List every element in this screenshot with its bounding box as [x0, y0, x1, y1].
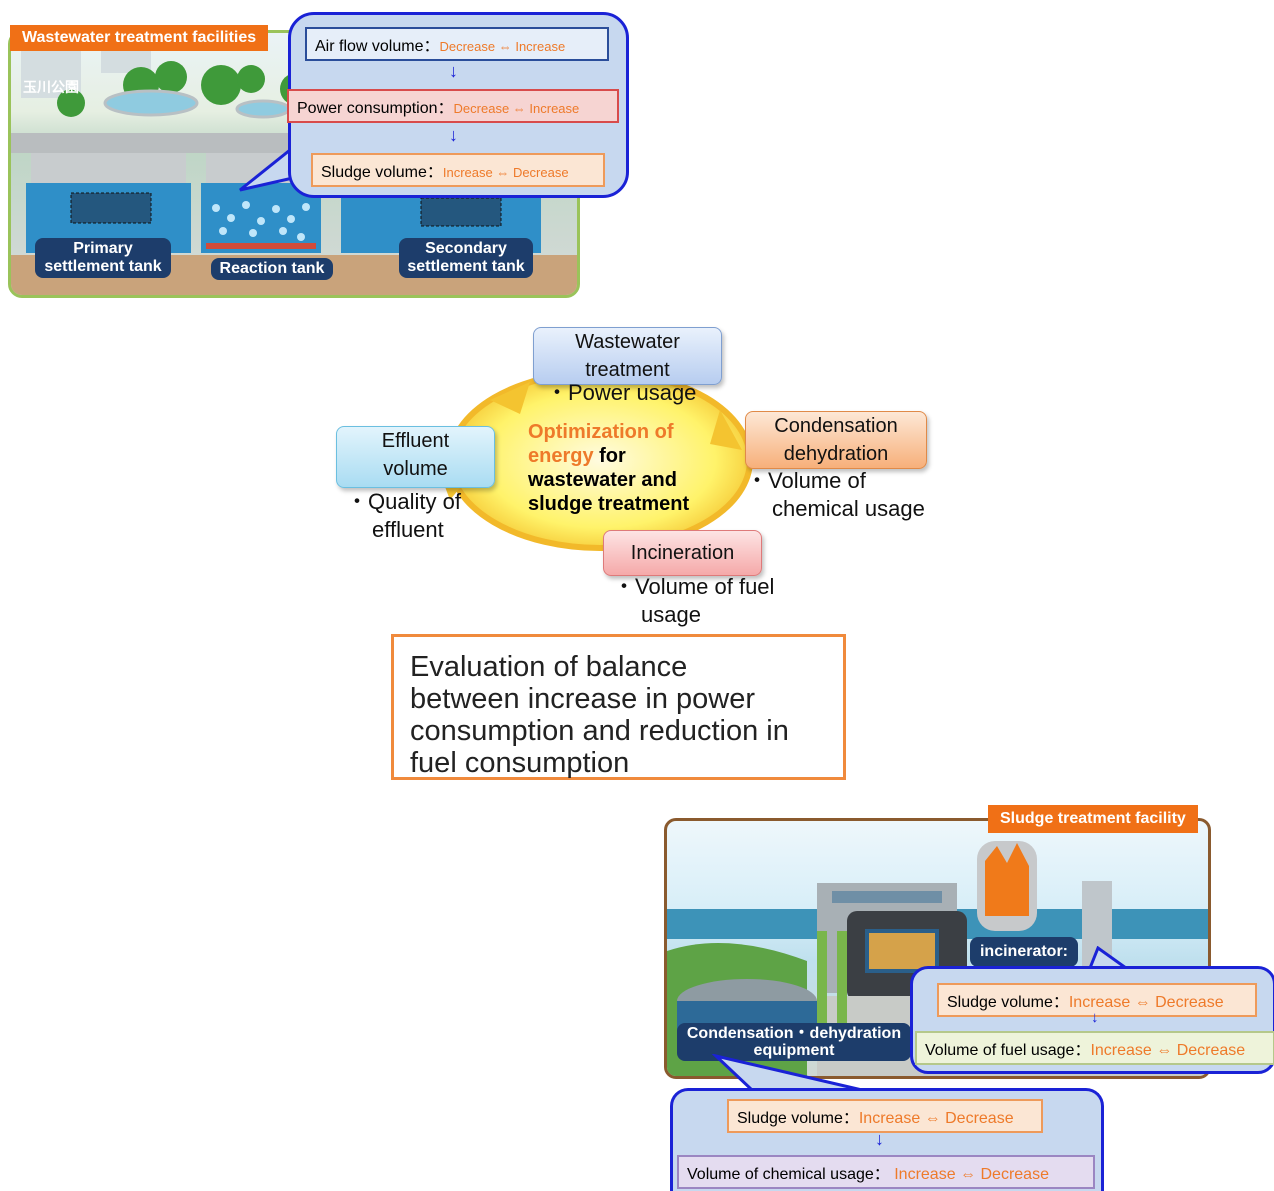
cycle-arrowhead-icon	[710, 410, 742, 450]
fuel-usage-label: Volume of fuel usage：	[925, 1042, 1091, 1059]
bullet-line2: chemical usage	[772, 496, 925, 521]
evaluation-box: Evaluation of balance between increase i…	[391, 634, 846, 780]
power-consumption-label: Power consumption：	[297, 100, 454, 117]
arrow-down-icon: ↓	[875, 1129, 884, 1149]
reaction-tank-label: Reaction tank	[211, 258, 333, 280]
wastewater-callout: Air flow volume：Decrease ⇔ Increase ↓ Po…	[287, 12, 629, 198]
center-text-orange: Optimization of energy	[528, 421, 674, 467]
node-title-line2: dehydration	[783, 443, 889, 465]
air-flow-label: Air flow volume：	[315, 38, 440, 55]
evaluation-line1: Evaluation of balance	[410, 651, 688, 683]
fuel-usage-box: Volume of fuel usage：Increase ⇔ Decrease	[915, 1031, 1274, 1065]
chemical-usage-bullet: ・Volume of chemical usage	[746, 467, 925, 523]
sludge-volume-label: Sludge volume：	[737, 1110, 859, 1127]
center-text-line2: wastewater and	[528, 469, 677, 491]
sludge-facility-tag: Sludge treatment facility	[988, 805, 1198, 833]
arrow-down-icon: ↓	[449, 125, 458, 145]
node-effluent-volume: Effluent volume	[336, 426, 495, 488]
node-wastewater-treatment: Wastewater treatment	[533, 327, 722, 385]
evaluation-line4: fuel consumption	[410, 747, 630, 779]
power-usage-bullet: ・Power usage	[546, 380, 697, 405]
evaluation-line2: between increase in power	[410, 683, 755, 715]
center-text-line3: sludge treatment	[528, 493, 690, 515]
optimization-center-text: Optimization of energy for wastewater an…	[528, 420, 728, 516]
wastewater-facility-tag: Wastewater treatment facilities	[10, 25, 269, 51]
bullet-line1: ・Volume of	[746, 468, 866, 493]
fuel-usage-bullet: ・Volume of fuel usage	[613, 573, 774, 629]
bullet-line1: ・Volume of fuel	[613, 574, 775, 599]
air-flow-value: Decrease ⇔ Increase	[439, 39, 566, 54]
node-title-line1: Effluent	[381, 430, 450, 452]
condensation-callout: Sludge volume：Increase ⇔ Decrease ↓ Volu…	[670, 1088, 1104, 1191]
node-incineration: Incineration	[603, 530, 762, 576]
node-title: Incineration	[630, 542, 735, 564]
sludge-volume-value: Increase ⇔ Decrease	[1068, 994, 1224, 1011]
arrow-down-icon: ↓	[449, 61, 458, 81]
chemical-usage-value: Increase ⇔ Decrease	[889, 1166, 1049, 1183]
node-title-line2: treatment	[585, 359, 670, 381]
bullet-line2: usage	[641, 602, 701, 627]
secondary-settlement-tank-label: Secondary settlement tank	[399, 238, 533, 278]
node-title-line1: Condensation	[774, 415, 898, 437]
sludge-volume-value: Increase ⇔ Decrease	[858, 1110, 1014, 1127]
chemical-usage-label: Volume of chemical usage：	[687, 1166, 890, 1183]
sludge-volume-box: Sludge volume：Increase ⇔ Decrease	[311, 153, 605, 187]
sludge-volume-label: Sludge volume：	[321, 164, 443, 181]
cycle-arrowhead-icon	[490, 382, 530, 414]
sludge-volume-value: Increase ⇔ Decrease	[442, 165, 569, 180]
park-sign: 玉川公園	[23, 79, 79, 95]
label-line1: Condensation・dehydration	[686, 1025, 902, 1042]
power-consumption-value: Decrease ⇔ Increase	[453, 101, 580, 116]
fuel-usage-value: Increase ⇔ Decrease	[1090, 1042, 1246, 1059]
incinerator-label: incinerator:	[970, 937, 1078, 967]
air-flow-volume-box: Air flow volume：Decrease ⇔ Increase	[305, 27, 609, 61]
sludge-volume-box: Sludge volume：Increase ⇔ Decrease	[937, 983, 1257, 1017]
power-consumption-box: Power consumption：Decrease ⇔ Increase	[287, 89, 619, 123]
bullet-line2: effluent	[372, 517, 444, 542]
effluent-quality-bullet: ・Quality of effluent	[346, 488, 461, 544]
incinerator-callout: Sludge volume：Increase ⇔ Decrease ↓ Volu…	[910, 966, 1274, 1074]
chemical-usage-box: Volume of chemical usage： Increase ⇔ Dec…	[677, 1155, 1095, 1189]
node-condensation-dehydration: Condensation dehydration	[745, 411, 927, 469]
evaluation-line3: consumption and reduction in	[410, 715, 789, 747]
node-title-line1: Wastewater	[575, 331, 680, 353]
arrow-down-icon: ↓	[1091, 1009, 1099, 1026]
primary-settlement-tank-label: Primary settlement tank	[35, 238, 171, 278]
label-line2: equipment	[753, 1042, 835, 1059]
sludge-volume-label: Sludge volume：	[947, 994, 1069, 1011]
center-text-for: for	[593, 445, 626, 467]
node-title-line2: volume	[383, 458, 448, 480]
bullet-line1: ・Quality of	[346, 489, 461, 514]
sludge-volume-box: Sludge volume：Increase ⇔ Decrease	[727, 1099, 1043, 1133]
